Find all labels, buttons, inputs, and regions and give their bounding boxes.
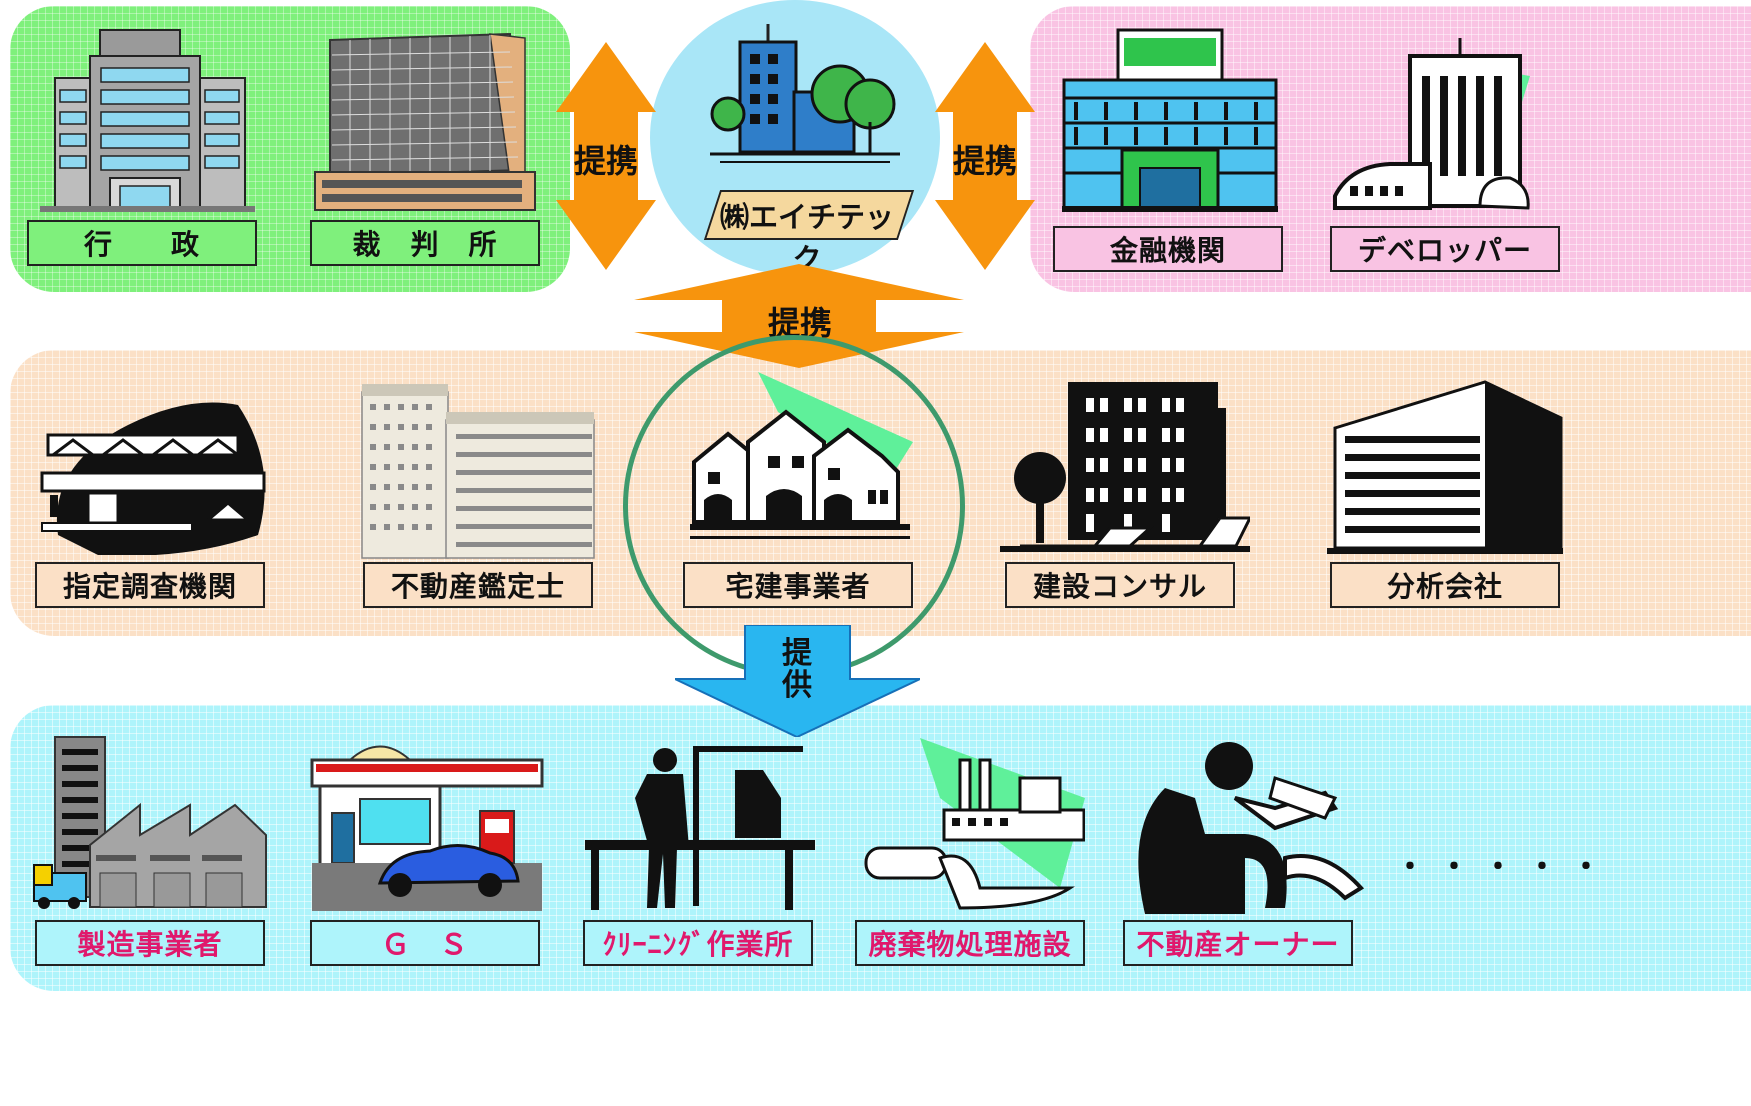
partnership-label-right: 提携 [952, 142, 1017, 180]
cleaning-workshop-icon [585, 746, 815, 910]
gas-station-icon [310, 745, 544, 911]
cleaning-workshop-label: ｸﾘｰﾆﾝｸﾞ作業所 [583, 920, 813, 966]
property-owner-label: 不動産オーナー [1123, 920, 1353, 966]
analysis-company-label: 分析会社 [1330, 562, 1560, 608]
property-owner-icon [1138, 742, 1365, 914]
partnership-arrow-right [935, 42, 1035, 270]
provide-label: 提供 [782, 636, 812, 703]
manufacturer-label: 製造事業者 [35, 920, 265, 966]
factory-icon [33, 736, 267, 909]
more-items-ellipsis: ・・・・・ [1395, 850, 1615, 885]
partnership-arrow-left [556, 42, 656, 270]
provide-arrow [675, 625, 920, 737]
appraiser-label: 不動産鑑定士 [363, 562, 593, 608]
government-building-icon [40, 29, 255, 212]
government-label: 行 政 [27, 220, 257, 266]
construction-consultant-label: 建設コンサル [1005, 562, 1235, 608]
waste-plant-icon [864, 738, 1085, 910]
partnership-label-left: 提携 [573, 142, 638, 180]
developer-label: デベロッパー [1330, 226, 1560, 272]
financial-institution-label: 金融機関 [1053, 226, 1283, 272]
courthouse-icon [314, 32, 536, 211]
survey-agency-label: 指定調査機関 [35, 562, 265, 608]
appraiser-buildings-icon [361, 384, 595, 559]
developer-building-icon [1333, 38, 1530, 210]
real-estate-agent-label: 宅建事業者 [683, 562, 913, 608]
court-label: 裁 判 所 [310, 220, 540, 266]
construction-building-icon [1000, 382, 1250, 552]
waste-plant-label: 廃棄物処理施設 [855, 920, 1085, 966]
company-building-icon [710, 24, 900, 163]
survey-office-icon [40, 402, 266, 555]
bank-icon [1062, 28, 1278, 212]
analysis-office-icon [1327, 380, 1563, 554]
partnership-arrow-center [634, 264, 964, 368]
gas-station-label: Ｇ Ｓ [310, 920, 540, 966]
houses-icon [690, 372, 913, 539]
